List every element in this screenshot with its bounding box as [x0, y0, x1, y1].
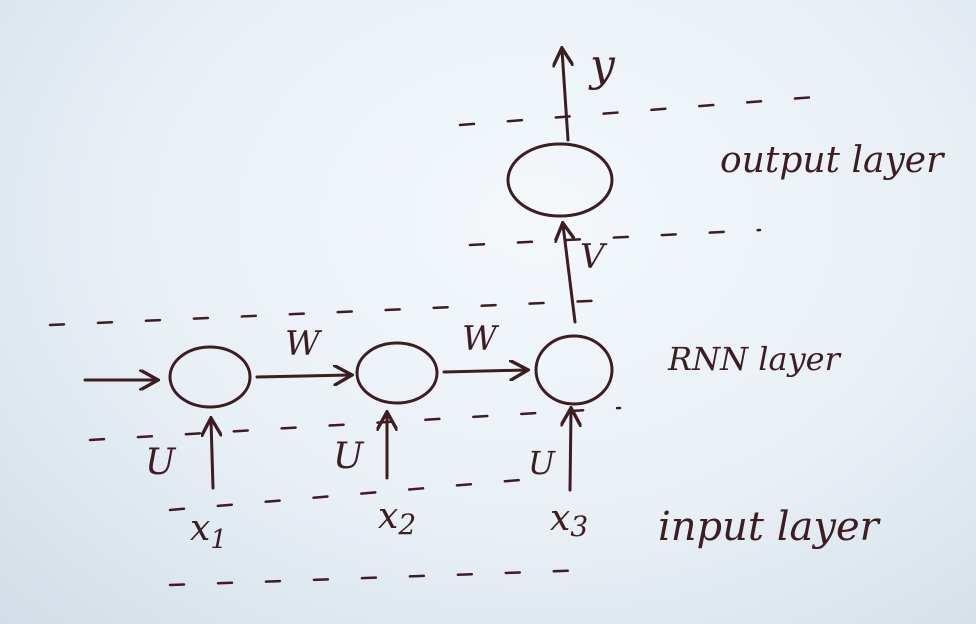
- output-y-arrow: [562, 50, 568, 142]
- output-node: [506, 142, 614, 218]
- weight-u-label-1: U: [145, 442, 177, 483]
- weight-w-label-2: W: [462, 319, 500, 359]
- input-bottom-boundary: [168, 568, 592, 587]
- rnn-top-boundary: [48, 298, 612, 327]
- input-arrow-3: [570, 410, 571, 492]
- recurrent-arrow-1: [255, 375, 350, 377]
- weight-w-label-1: W: [285, 324, 323, 364]
- input-mid-boundary: [168, 478, 522, 512]
- rnn-bottom-boundary: [88, 406, 622, 442]
- weight-v-label: V: [580, 237, 608, 277]
- weight-u-label-3: U: [528, 444, 556, 482]
- output-top-boundary: [458, 93, 842, 127]
- weight-u-label-2: U: [333, 436, 365, 477]
- recurrent-arrow-2: [442, 370, 526, 372]
- rnn-layer-label: RNN layer: [667, 340, 842, 378]
- rnn-node-1: [168, 345, 252, 409]
- input-arrow-1: [211, 420, 213, 490]
- rnn-node-3: [534, 334, 614, 406]
- input-x3-label: x3: [550, 498, 588, 543]
- output-layer-label-line1: output layer: [720, 140, 945, 181]
- output-bottom-boundary: [468, 228, 762, 247]
- output-y-label: y: [588, 40, 616, 91]
- input-x1-label: x1: [190, 508, 227, 555]
- input-x2-label: x2: [378, 496, 416, 541]
- rnn-node-2: [355, 341, 439, 405]
- input-layer-label: input layer: [658, 504, 882, 550]
- output-weight-arrow: [563, 225, 577, 324]
